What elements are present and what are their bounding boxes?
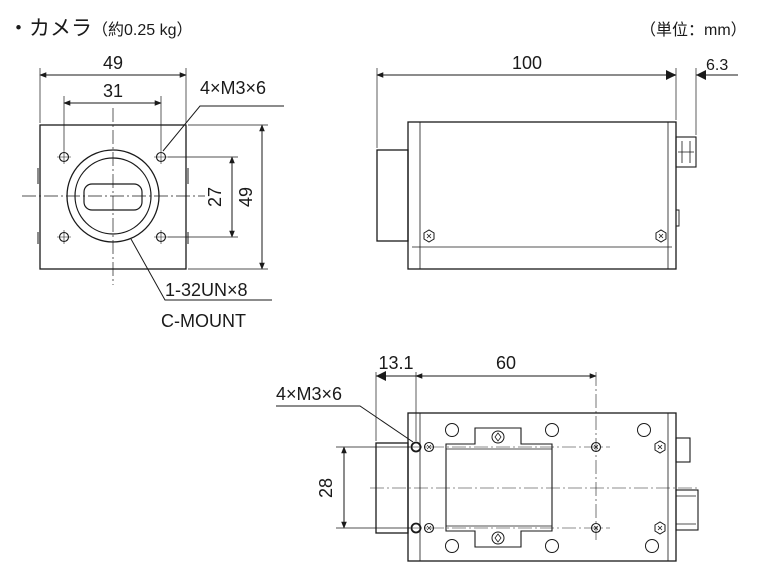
dim-front-width: 49	[103, 53, 123, 73]
front-screw-hole	[154, 150, 168, 164]
bottom-view-labels: 13.1 60 4×M3×6 28	[276, 353, 516, 498]
front-screw-label: 4×M3×6	[200, 78, 266, 98]
dim-bottom-height: 28	[316, 478, 336, 498]
thread-label: 1-32UN×8	[165, 280, 248, 300]
front-screw-hole	[154, 230, 168, 244]
unit-label: （単位：mm）	[640, 22, 747, 39]
sensor-window	[83, 183, 143, 211]
side-screw-icon	[655, 229, 667, 243]
thread-leader	[130, 238, 272, 301]
dim-bottom-pitch: 60	[496, 353, 516, 373]
page-title: ・カメラ（約0.25 kg）	[8, 12, 193, 42]
front-screw-hole	[57, 150, 71, 164]
dim-side-length: 100	[512, 53, 542, 73]
front-screw-hole	[57, 230, 71, 244]
bottom-round-hole	[445, 423, 659, 553]
bottom-screw-icon	[654, 440, 666, 454]
mount-label: C-MOUNT	[161, 311, 246, 331]
bottom-body	[407, 412, 677, 562]
bottom-screw-icon	[654, 521, 666, 535]
dim-front-holes: 31	[103, 81, 123, 101]
dim-front-hole-height: 27	[205, 187, 225, 207]
bottom-connector-top	[675, 437, 691, 463]
side-body	[407, 121, 677, 270]
side-lens-mount	[376, 149, 409, 242]
bottom-screw-leader	[276, 405, 414, 443]
screw-leader	[162, 105, 284, 152]
dim-side-connector: 6.3	[706, 57, 728, 74]
side-connector	[675, 136, 697, 168]
dim-bottom-offset: 13.1	[378, 353, 413, 373]
dim-front-height: 49	[236, 187, 256, 207]
side-view	[376, 68, 738, 270]
side-screw-icon	[423, 229, 435, 243]
bottom-screw-label: 4×M3×6	[276, 384, 342, 404]
tripod-plate	[445, 427, 553, 548]
title-main: ・カメラ	[8, 17, 92, 40]
bottom-view	[276, 371, 700, 562]
plate-screw-icon	[491, 531, 505, 545]
front-view	[22, 68, 284, 301]
title-weight: （約0.25 kg）	[92, 22, 193, 39]
c-mount-outer	[66, 149, 160, 243]
c-mount-inner	[74, 157, 152, 235]
bottom-connector-bottom	[675, 489, 699, 531]
plate-screw-icon	[491, 430, 505, 444]
side-view-labels: 100 6.3	[512, 53, 728, 74]
front-view-labels: 49 31 27 49 4×M3×6 1-32UN×8 C-MOUNT	[103, 53, 266, 331]
